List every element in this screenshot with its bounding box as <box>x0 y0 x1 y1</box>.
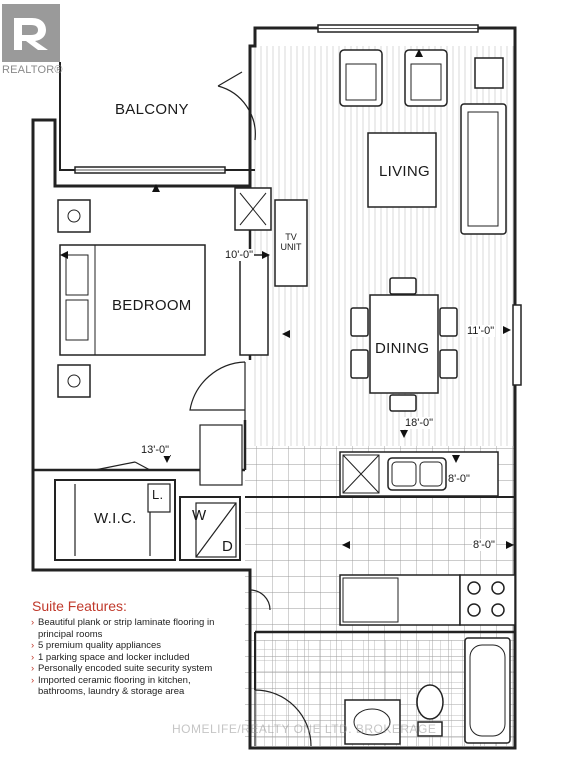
chair-right-2 <box>439 349 458 379</box>
stove <box>459 574 516 626</box>
doors <box>94 71 312 747</box>
outer-wall <box>31 26 517 750</box>
column <box>199 424 243 486</box>
side-window <box>512 304 522 386</box>
sofa <box>460 103 507 235</box>
living-furniture <box>274 49 507 412</box>
tv-unit-label-line1: TV <box>285 232 297 242</box>
chair-right-1 <box>439 307 458 337</box>
closet-door <box>249 589 271 611</box>
closet-fixtures <box>74 424 243 558</box>
room-label-washer: W <box>192 507 207 524</box>
dim-kitchen-length: 8'-0" <box>447 473 471 485</box>
room-label-bedroom: BEDROOM <box>112 297 192 314</box>
side-table <box>474 57 504 89</box>
feature-item: Personally encoded suite security system <box>30 663 240 675</box>
chair-top <box>389 277 417 295</box>
brokerage-watermark: HOMELIFE/REALTY ONE LTD. BROKERAGE <box>172 722 437 736</box>
dim-living-length: 18'-0" <box>404 417 435 429</box>
bedroom-door <box>189 361 246 420</box>
bedroom-furniture <box>57 187 272 398</box>
fridge <box>342 577 399 623</box>
tv-unit <box>274 199 308 287</box>
dresser <box>239 254 269 356</box>
feature-item: 1 parking space and locker included <box>30 652 240 664</box>
room-label-linen: L. <box>152 487 164 502</box>
dim-bedroom-length: 13'-0" <box>140 444 171 456</box>
dim-kitchen-width: 8'-0" <box>472 539 496 551</box>
room-label-balcony: BALCONY <box>115 101 189 118</box>
suite-features: Suite Features: Beautiful plank or strip… <box>30 598 240 698</box>
chair-left-1 <box>350 307 369 337</box>
feature-item: Imported ceramic flooring in kitchen, ba… <box>30 675 240 698</box>
wic-door <box>94 461 151 471</box>
dimension-arrows <box>60 49 514 549</box>
tv-unit-label: TV UNIT <box>277 232 305 252</box>
feature-item: 5 premium quality appliances <box>30 640 240 652</box>
laundry-wall <box>179 496 241 561</box>
room-label-dryer: D <box>222 538 234 555</box>
room-label-living: LIVING <box>379 163 430 180</box>
room-label-dining: DINING <box>375 340 430 357</box>
linen-shelf <box>147 483 171 513</box>
room-label-wic: W.I.C. <box>94 510 137 527</box>
tv-unit-label-line2: UNIT <box>280 242 302 252</box>
suite-features-title: Suite Features: <box>32 598 127 614</box>
feature-item: Beautiful plank or strip laminate floori… <box>30 617 240 640</box>
nightstand-top <box>57 199 91 233</box>
realtor-logo-text: REALTOR® <box>2 64 63 76</box>
kitchen-fixtures <box>339 451 516 626</box>
realtor-logo: REALTOR® <box>0 0 66 80</box>
pillow-bottom <box>65 299 89 341</box>
chair-bottom <box>389 394 417 412</box>
bath-fixtures <box>344 637 511 745</box>
balcony-door <box>217 71 256 141</box>
realtor-logo-icon <box>2 4 60 62</box>
windows <box>74 24 522 386</box>
suite-features-list: Beautiful plank or strip laminate floori… <box>30 617 240 698</box>
chair-left-2 <box>350 349 369 379</box>
dim-bedroom-width: 10'-0" <box>224 249 255 261</box>
wic-wall <box>54 479 176 561</box>
bath-door <box>254 689 312 747</box>
dim-living-width: 11'-0" <box>466 325 496 337</box>
toilet <box>416 684 444 720</box>
coffee-table <box>367 132 437 208</box>
pillow-top <box>65 254 89 296</box>
